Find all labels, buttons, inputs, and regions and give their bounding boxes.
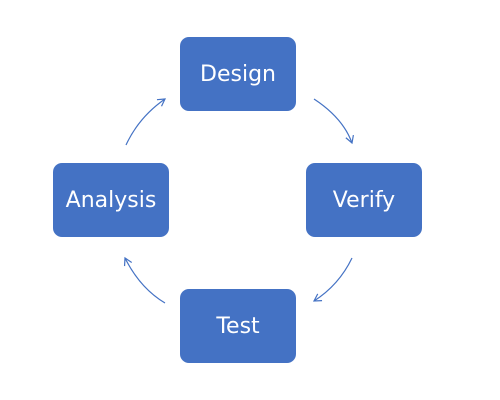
node-design: Design xyxy=(180,37,296,111)
arrow-analysis-to-design xyxy=(125,98,166,146)
node-design-label: Design xyxy=(200,61,276,87)
node-verify: Verify xyxy=(306,163,422,237)
arrow-verify-to-test xyxy=(312,257,353,302)
node-test: Test xyxy=(180,289,296,363)
node-verify-label: Verify xyxy=(332,187,396,213)
arrow-design-to-verify xyxy=(313,98,354,145)
arrow-test-to-analysis xyxy=(123,256,166,304)
node-test-label: Test xyxy=(216,313,260,339)
node-analysis: Analysis xyxy=(53,163,169,237)
node-analysis-label: Analysis xyxy=(65,187,157,213)
